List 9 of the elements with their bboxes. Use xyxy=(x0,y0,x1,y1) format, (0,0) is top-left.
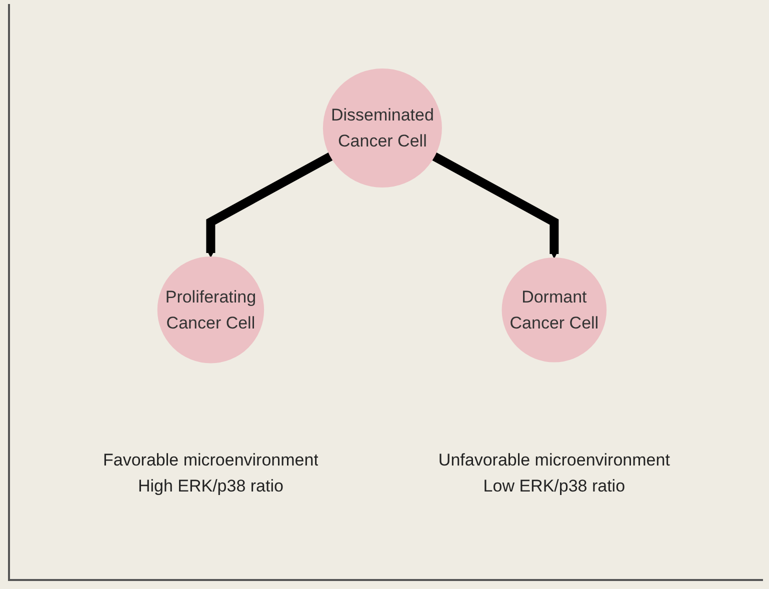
node-label: Low ERK/p38 ratio xyxy=(483,476,626,496)
node-circle: Proliferating Cancer Cell xyxy=(157,256,264,364)
arrow xyxy=(432,152,559,258)
node-circle: Dormant Cancer Cell xyxy=(502,258,607,362)
node-circle: Disseminated Cancer Cell xyxy=(322,68,442,188)
node-label: High ERK/p38 ratio xyxy=(138,476,284,496)
node-label: Favorable microenvironment xyxy=(103,450,318,470)
arrow xyxy=(206,152,333,258)
node-label: Unfavorable microenvironment xyxy=(438,450,670,470)
